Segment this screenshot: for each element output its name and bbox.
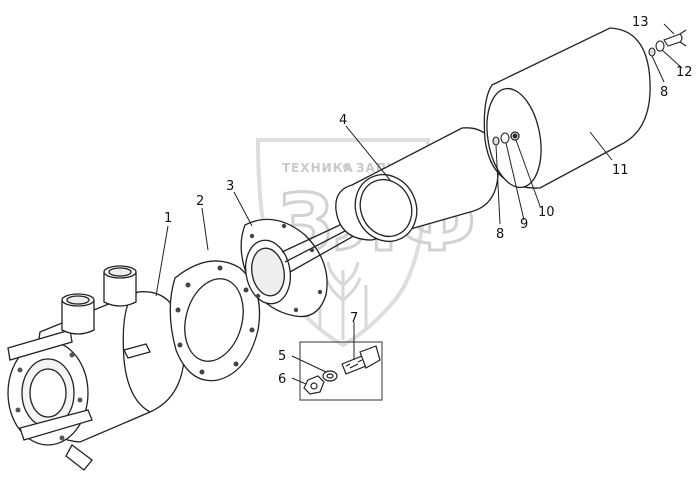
callout-10: 10 [538, 205, 555, 220]
fastener-detail-box [299, 341, 383, 401]
watermark-text-tehnika: ТЕХНИКА [282, 161, 354, 175]
callout-4: 4 [339, 113, 347, 128]
callout-12: 12 [676, 65, 693, 80]
part-3-flange-assembly [240, 207, 387, 318]
callout-2: 2 [196, 194, 204, 209]
callout-3: 3 [226, 179, 234, 194]
callout-1: 1 [164, 211, 172, 226]
leader-lines [155, 23, 683, 385]
part-11-casing [483, 27, 651, 189]
callout-13: 13 [632, 15, 649, 30]
callout-11: 11 [612, 163, 629, 178]
hardware-12-13 [648, 29, 687, 57]
callout-9: 9 [520, 217, 528, 232]
callout-8-upper: 8 [660, 85, 668, 100]
callout-8-lower: 8 [496, 227, 504, 242]
part-4-filter-element [335, 127, 499, 242]
callout-5: 5 [278, 349, 286, 364]
callout-labels: 1 2 3 4 5 6 7 8 8 9 10 11 12 13 [164, 15, 693, 387]
part-2-gasket [169, 260, 261, 382]
callout-6: 6 [278, 372, 286, 387]
watermark-dot-icon [343, 163, 351, 171]
callout-7: 7 [350, 311, 358, 326]
part-1-housing [7, 265, 186, 471]
